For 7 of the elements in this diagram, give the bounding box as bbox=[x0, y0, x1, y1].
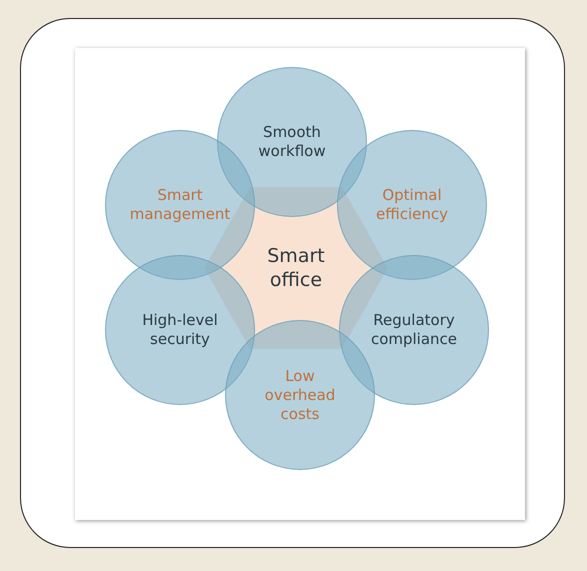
node-label: Smart management bbox=[128, 186, 232, 224]
node-label: Optimal efficiency bbox=[374, 186, 449, 224]
node-label: Regulatory compliance bbox=[370, 311, 458, 349]
node-label: Smooth workflow bbox=[257, 123, 327, 161]
node-label: Smart office bbox=[266, 244, 326, 292]
node-label: Low overhead costs bbox=[264, 366, 336, 424]
node-label: High-level security bbox=[141, 311, 219, 349]
